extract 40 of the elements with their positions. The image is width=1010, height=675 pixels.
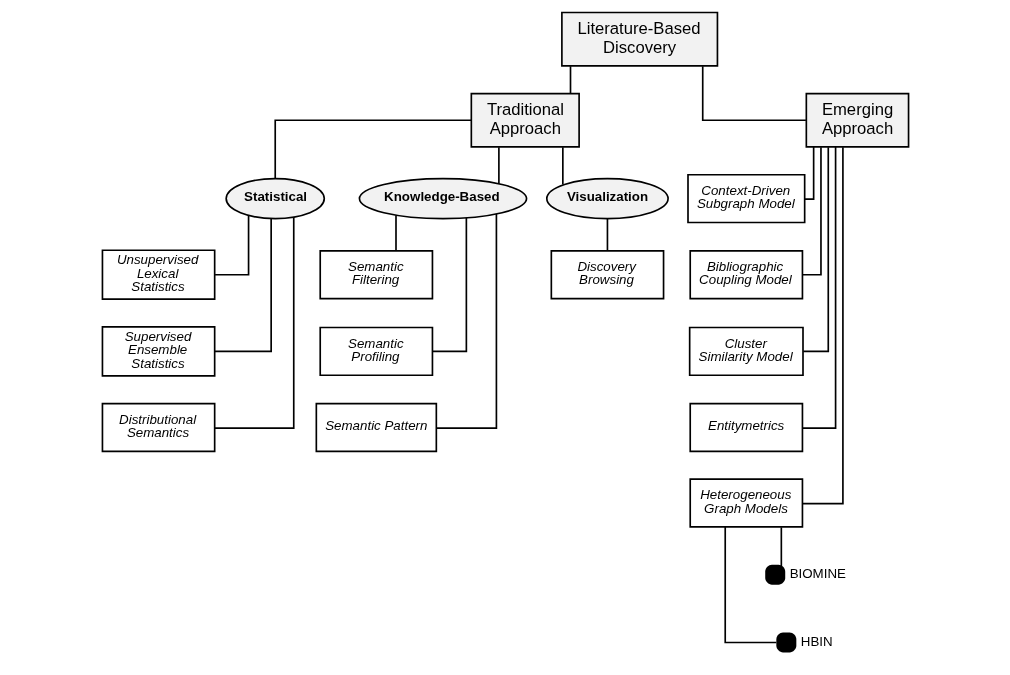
connector [569, 65, 571, 94]
node-box: Semantic Filtering [318, 250, 433, 300]
node-box: Entitymetrics [688, 402, 803, 453]
connector [435, 213, 497, 429]
node-box: Distributional Semantics [101, 402, 215, 453]
node-box: Heterogeneous Graph Models [688, 478, 803, 528]
node-box: Supervised Ensemble Statistics [101, 326, 215, 377]
connector [801, 146, 836, 429]
connector [723, 526, 777, 644]
connector [213, 214, 249, 276]
node-box: Traditional Approach [470, 92, 580, 148]
node-box: Literature-Based Discovery [560, 11, 718, 67]
node-box: Semantic Pattern [315, 402, 437, 453]
node-circle [764, 564, 785, 585]
node-ellipse: Visualization [545, 177, 669, 220]
connector [394, 214, 397, 252]
connector [213, 217, 272, 353]
connector [497, 146, 500, 185]
node-label: HBIN [800, 633, 833, 649]
node-box: Unsupervised Lexical Statistics [101, 249, 215, 300]
connector [801, 146, 822, 276]
node-box: Emerging Approach [805, 92, 909, 148]
node-box: Cluster Similarity Model [688, 326, 804, 377]
node-circle [775, 632, 796, 653]
node-box: Semantic Profiling [318, 326, 433, 377]
node-box: Context-Driven Subgraph Model [686, 173, 805, 224]
node-box: Bibliographic Coupling Model [688, 250, 803, 300]
connector [273, 119, 472, 180]
connector [803, 146, 814, 200]
connector [431, 217, 467, 353]
connector [701, 65, 807, 122]
node-ellipse: Knowledge-Based [358, 177, 527, 220]
connector [606, 218, 608, 252]
connector [561, 146, 564, 186]
node-box: Discovery Browsing [550, 250, 664, 300]
connector [801, 146, 829, 353]
connector [213, 216, 295, 429]
node-label: BIOMINE [789, 566, 846, 582]
connector [801, 146, 844, 505]
node-ellipse: Statistical [224, 177, 325, 220]
